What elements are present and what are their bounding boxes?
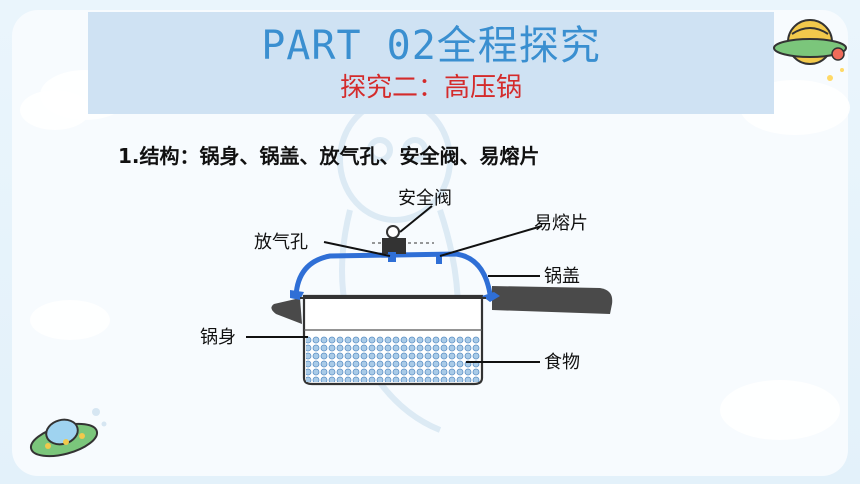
label-body: 锅身	[200, 327, 236, 348]
label-vent-hole: 放气孔	[254, 232, 308, 253]
pot-body	[302, 294, 484, 386]
cloud-decoration	[20, 90, 90, 130]
safety-valve	[372, 225, 434, 254]
page-title: PART 02全程探究	[261, 23, 601, 69]
page-subtitle: 探究二：高压锅	[339, 73, 522, 103]
left-handle	[271, 298, 302, 324]
label-lid: 锅盖	[544, 266, 580, 287]
title-banner: PART 02全程探究 探究二：高压锅	[88, 12, 774, 114]
ufo-saucer-icon	[29, 408, 107, 458]
ufo-planet-icon	[773, 19, 847, 81]
right-handle	[492, 286, 613, 314]
label-fusible-plate: 易熔片	[534, 213, 588, 234]
label-food: 食物	[544, 352, 580, 373]
label-safety-valve: 安全阀	[398, 188, 452, 209]
cloud-decoration	[720, 380, 840, 440]
fusible-plate	[436, 254, 442, 264]
cloud-decoration	[30, 300, 110, 340]
structure-heading: 1.结构：锅身、锅盖、放气孔、安全阀、易熔片	[118, 144, 540, 168]
vent-hole	[388, 252, 396, 262]
